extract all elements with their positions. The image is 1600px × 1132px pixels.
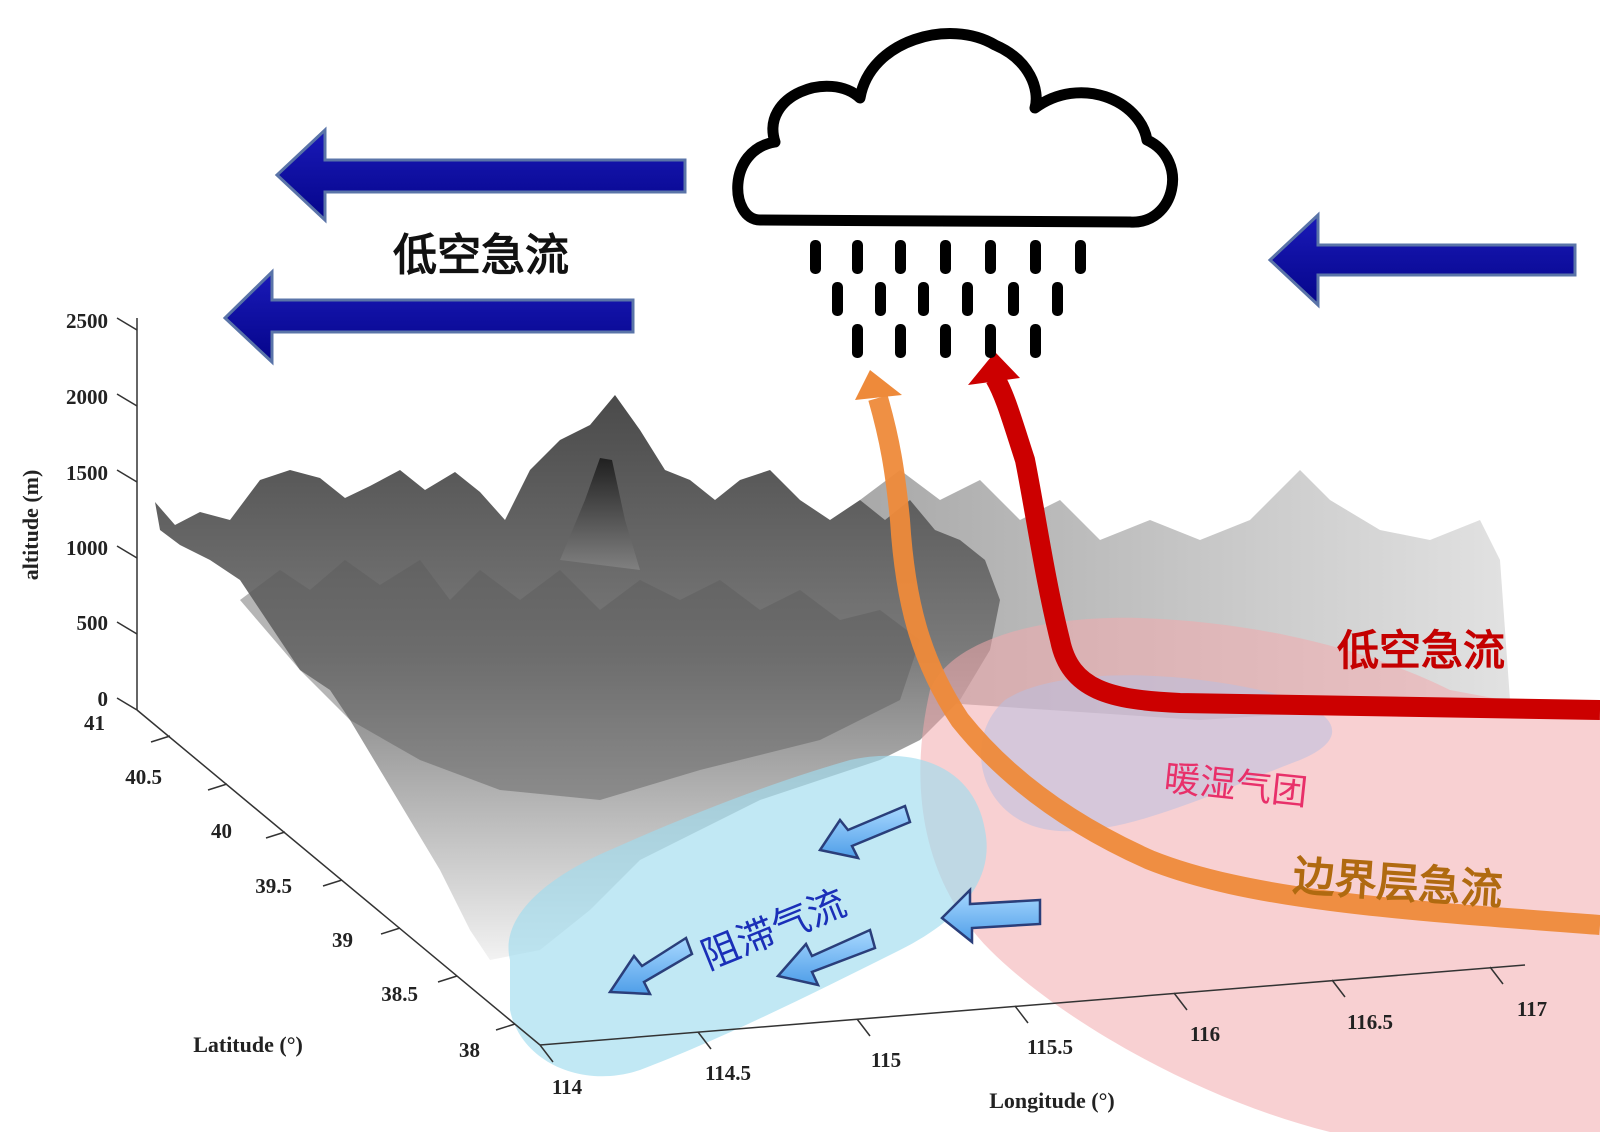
raindrops bbox=[810, 240, 1086, 358]
boundary-layer-jet-arrow bbox=[868, 395, 1600, 935]
y-tick-label: 40 bbox=[211, 819, 232, 843]
z-tick-label: 1000 bbox=[66, 536, 108, 560]
raindrop-icon bbox=[940, 240, 951, 274]
z-tick-label: 1500 bbox=[66, 461, 108, 485]
terrain-peak bbox=[560, 458, 640, 570]
x-axis-label: Longitude (°) bbox=[989, 1088, 1115, 1113]
left-arrow-icon bbox=[222, 268, 635, 366]
raindrop-icon bbox=[852, 324, 863, 358]
raindrop-icon bbox=[985, 324, 996, 358]
raindrop-icon bbox=[852, 240, 863, 274]
z-axis-ticks bbox=[116, 317, 138, 711]
upper-jet-label: 低空急流 bbox=[393, 230, 569, 281]
raindrop-icon bbox=[895, 324, 906, 358]
raindrop-icon bbox=[918, 282, 929, 316]
x-tick-label: 116.5 bbox=[1347, 1010, 1393, 1034]
z-tick-label: 2500 bbox=[66, 309, 108, 333]
terrain-surface bbox=[155, 395, 1000, 960]
y-tick-label: 40.5 bbox=[125, 765, 162, 789]
left-arrow-icon bbox=[775, 928, 877, 987]
x-tick-label: 114.5 bbox=[705, 1061, 751, 1085]
raindrop-icon bbox=[1030, 324, 1041, 358]
x-axis-ticks bbox=[539, 966, 1504, 1063]
raindrop-icon bbox=[1008, 282, 1019, 316]
y-axis-label: Latitude (°) bbox=[193, 1032, 303, 1057]
y-tick-label: 38.5 bbox=[381, 982, 418, 1006]
y-tick-label: 39 bbox=[332, 928, 353, 952]
low-level-jet-arrow bbox=[986, 372, 1600, 720]
raindrop-icon bbox=[875, 282, 886, 316]
axis-lines bbox=[136, 318, 1526, 1046]
z-axis-label: altitude (m) bbox=[18, 470, 43, 581]
raindrop-icon bbox=[1052, 282, 1063, 316]
x-tick-label: 115 bbox=[871, 1048, 901, 1072]
z-tick-label: 2000 bbox=[66, 385, 108, 409]
raindrop-icon bbox=[810, 240, 821, 274]
raindrop-icon bbox=[962, 282, 973, 316]
rain-cloud-icon bbox=[732, 28, 1178, 228]
z-tick-label: 0 bbox=[98, 687, 109, 711]
raindrop-icon bbox=[1030, 240, 1041, 274]
left-arrow-icon bbox=[607, 936, 694, 996]
y-tick-label: 39.5 bbox=[255, 874, 292, 898]
raindrop-icon bbox=[895, 240, 906, 274]
z-axis-tick-labels: 0 500 1000 1500 2000 2500 bbox=[66, 309, 108, 711]
x-tick-label: 115.5 bbox=[1027, 1035, 1073, 1059]
raindrop-icon bbox=[1075, 240, 1086, 274]
blocked-flow-arrows bbox=[607, 804, 1042, 996]
y-tick-label: 41 bbox=[84, 711, 105, 735]
low-level-jet-label: 低空急流 bbox=[1337, 626, 1505, 675]
left-arrow-icon bbox=[1267, 211, 1577, 309]
y-tick-label: 38 bbox=[459, 1038, 480, 1062]
left-arrow-icon bbox=[817, 804, 912, 860]
y-axis-tick-labels: 38 38.5 39 39.5 40 40.5 41 bbox=[84, 711, 480, 1062]
x-tick-label: 114 bbox=[552, 1075, 583, 1099]
boundary-layer-jet-arrowhead bbox=[855, 370, 902, 400]
x-axis-tick-labels: 114 114.5 115 115.5 116 116.5 117 bbox=[552, 997, 1547, 1099]
left-arrow-icon bbox=[274, 126, 687, 224]
left-arrow-icon bbox=[940, 886, 1042, 945]
x-tick-label: 117 bbox=[1517, 997, 1547, 1021]
y-axis-ticks bbox=[150, 735, 516, 1031]
terrain-mid-ridge bbox=[240, 560, 920, 800]
raindrop-icon bbox=[985, 240, 996, 274]
raindrop-icon bbox=[940, 324, 951, 358]
low-level-jet-arrowhead bbox=[968, 352, 1020, 385]
z-tick-label: 500 bbox=[77, 611, 109, 635]
warm-air-core bbox=[980, 675, 1333, 832]
raindrop-icon bbox=[832, 282, 843, 316]
x-tick-label: 116 bbox=[1190, 1022, 1220, 1046]
